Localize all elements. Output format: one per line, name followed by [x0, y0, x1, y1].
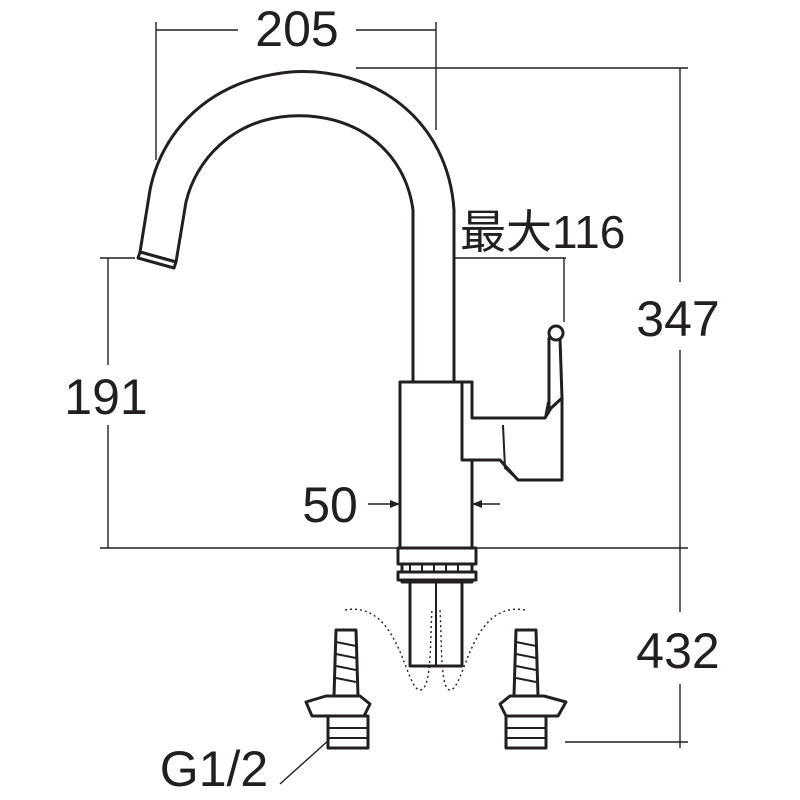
spout — [138, 70, 456, 387]
lever-handle — [547, 336, 564, 412]
body — [398, 380, 474, 550]
body-width-label: 50 — [302, 477, 358, 533]
mounting-shank — [396, 562, 478, 668]
hose-length-label: 432 — [636, 623, 719, 679]
connector-left — [304, 628, 372, 750]
lever-knob — [547, 324, 565, 342]
faucet — [136, 70, 565, 668]
connector-right — [498, 628, 568, 750]
spout-nozzle — [136, 250, 178, 270]
spout-height-label: 191 — [64, 369, 147, 425]
spout-reach-label: 205 — [255, 1, 338, 57]
thread-label: G1/2 — [160, 741, 268, 797]
hoses — [344, 608, 526, 691]
handle-block — [460, 380, 564, 482]
base-plate — [396, 546, 478, 566]
handle-max-label: 最大116 — [460, 206, 625, 258]
total-height-label: 347 — [636, 291, 719, 347]
